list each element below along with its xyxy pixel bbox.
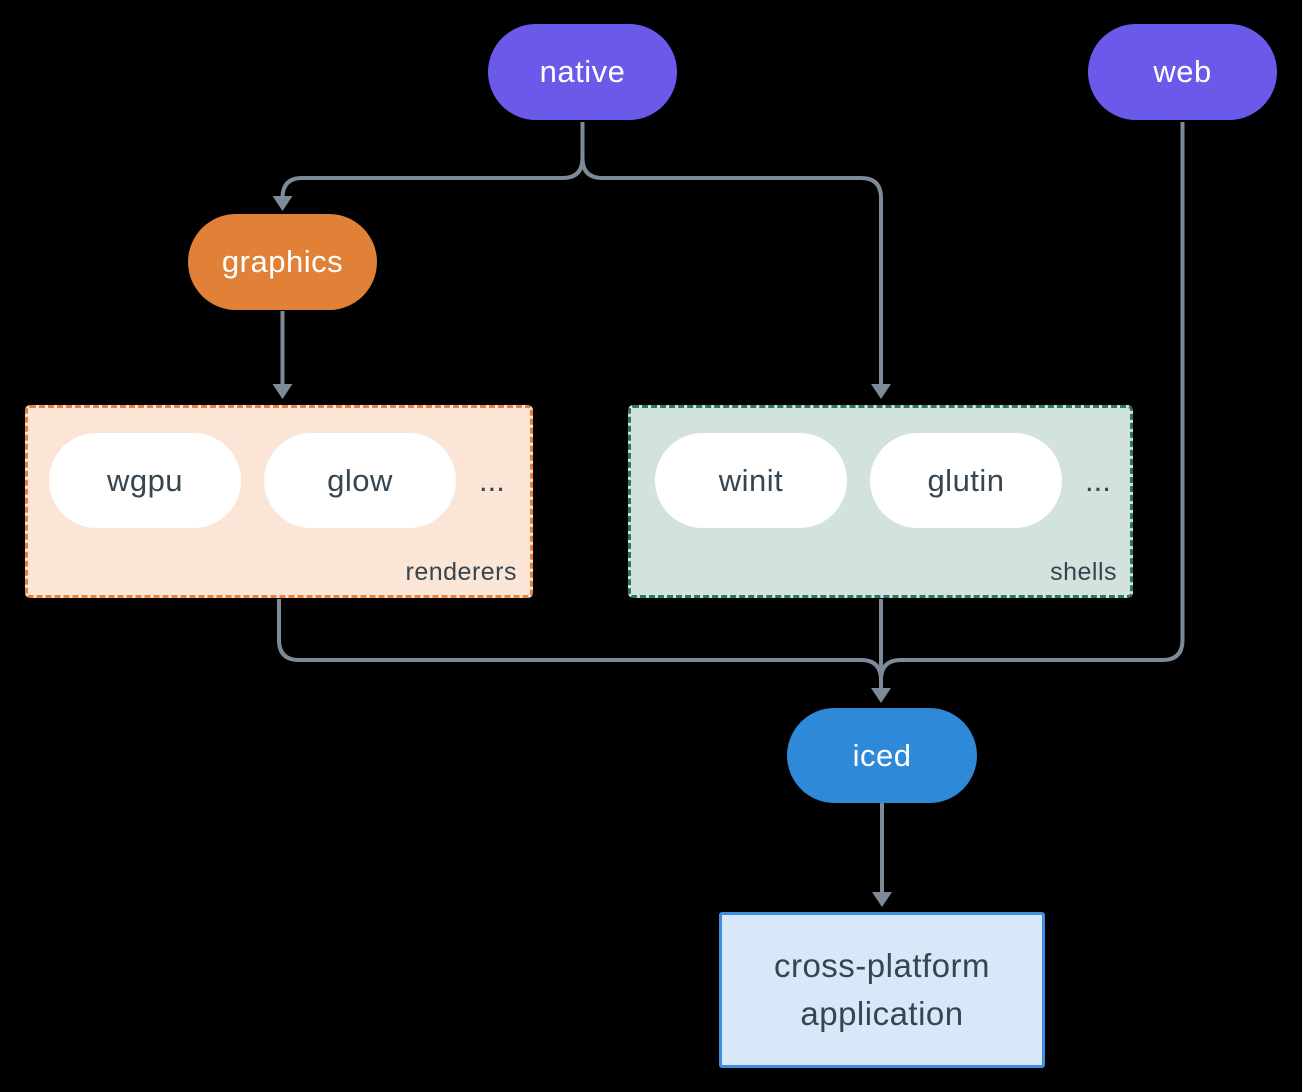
renderers-pill-row: wgpu glow ... [49, 433, 505, 528]
shells-group-label: shells [1050, 558, 1117, 586]
node-wgpu: wgpu [49, 433, 241, 528]
node-native: native [488, 24, 677, 120]
shells-ellipsis: ... [1085, 462, 1111, 498]
shells-pill-row: winit glutin ... [655, 433, 1111, 528]
node-glutin: glutin [870, 433, 1062, 528]
group-renderers: wgpu glow ... renderers [25, 405, 533, 598]
arrowhead-icon [272, 196, 293, 211]
edge-native-to-graphics [280, 122, 585, 199]
arrowhead-icon [272, 384, 293, 399]
edge-renderers-to-junction [277, 599, 883, 684]
node-iced: iced [787, 708, 977, 803]
edge-native-to-shells [580, 122, 883, 384]
node-graphics: graphics [188, 214, 377, 310]
arrowhead-icon [871, 384, 891, 399]
node-glow: glow [264, 433, 456, 528]
arrowhead-icon [871, 688, 891, 703]
arrowhead-icon [872, 892, 892, 907]
renderers-group-label: renderers [405, 558, 517, 586]
node-web: web [1088, 24, 1277, 120]
renderers-ellipsis: ... [479, 462, 505, 498]
edge-web-to-junction [879, 122, 1185, 684]
node-cross-platform-application: cross-platform application [719, 912, 1045, 1068]
node-winit: winit [655, 433, 847, 528]
group-shells: winit glutin ... shells [628, 405, 1133, 598]
